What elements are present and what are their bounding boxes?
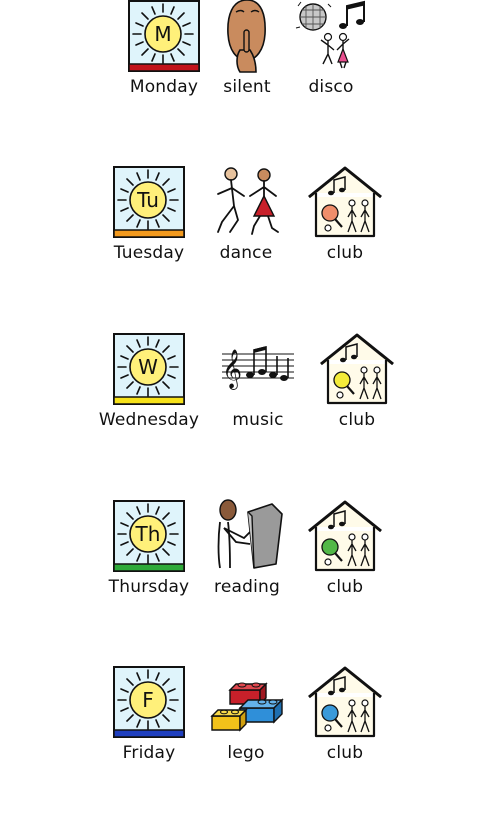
day-letter: Tu: [136, 188, 159, 212]
day-label: Tuesday: [113, 243, 185, 263]
activity-label: lego: [227, 743, 265, 763]
club-symbol: [306, 665, 384, 739]
lego-bricks-icon: [210, 682, 284, 732]
shush-icon: [227, 0, 266, 73]
day-label: Monday: [129, 77, 199, 97]
day-label: Thursday: [108, 577, 190, 597]
reading-icon: [217, 499, 283, 569]
activity-label: club: [338, 410, 376, 430]
dance-symbol: [212, 166, 280, 238]
day-letter: M: [154, 22, 171, 46]
club-symbol: [306, 165, 384, 239]
club-house-icon: [308, 166, 382, 238]
activity-label: disco: [308, 77, 354, 97]
sun-icon: F: [113, 666, 185, 738]
day-label: Friday: [122, 743, 176, 763]
activity-label: club: [326, 743, 364, 763]
music-symbol: 𝄞: [222, 342, 294, 390]
club-house-icon: [308, 500, 382, 572]
sun-day-card-friday: F: [113, 666, 185, 738]
sun-day-card-thursday: Th: [113, 500, 185, 572]
music-notes-icon: 𝄞: [222, 345, 294, 390]
activity-label: music: [232, 410, 284, 430]
sun-day-card-wednesday: W: [113, 333, 185, 405]
svg-text:𝄞: 𝄞: [222, 349, 242, 390]
activity-label: dance: [219, 243, 273, 263]
sun-icon: W: [113, 333, 185, 405]
sun-icon: Tu: [113, 166, 185, 238]
sun-day-card-monday: M: [128, 0, 200, 72]
club-house-icon: [308, 666, 382, 738]
activity-label: silent: [223, 77, 271, 97]
day-label: Wednesday: [98, 410, 200, 430]
club-symbol: [306, 499, 384, 573]
activity-label: club: [326, 243, 364, 263]
activity-label: club: [326, 577, 364, 597]
sun-day-card-tuesday: Tu: [113, 166, 185, 238]
club-symbol: [318, 332, 396, 406]
dance-icon: [217, 167, 279, 235]
club-house-icon: [320, 333, 394, 405]
day-letter: W: [138, 355, 158, 379]
sun-icon: M: [128, 0, 200, 72]
reading-symbol: [214, 498, 286, 572]
sun-icon: Th: [113, 500, 185, 572]
activity-label: reading: [214, 577, 280, 597]
shush-symbol: [222, 0, 272, 73]
day-letter: F: [142, 688, 154, 712]
lego-symbol: [210, 676, 284, 734]
disco-symbol: [295, 0, 370, 72]
disco-icon: [295, 0, 365, 69]
day-letter: Th: [135, 522, 161, 546]
